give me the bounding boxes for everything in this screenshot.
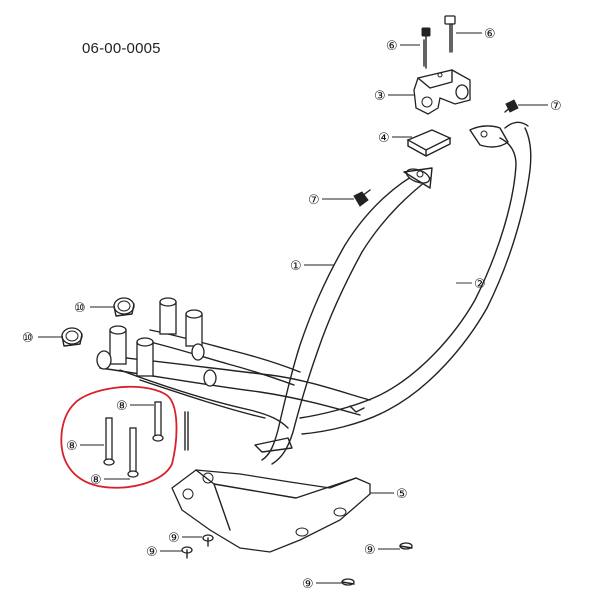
screw-9-c: [399, 542, 413, 550]
bolt-6-left: [421, 27, 431, 69]
screw-9-a: [181, 546, 193, 559]
bolt-7-mid: [353, 189, 371, 207]
callout-label: ⑩: [22, 331, 34, 346]
callout-6-left: ⑥: [386, 39, 420, 54]
callout-2: ②: [456, 277, 486, 292]
callout-6-right: ⑥: [456, 27, 496, 42]
callout-7-upper: ⑦: [518, 99, 562, 114]
callout-label: ⑤: [396, 487, 408, 502]
callout-label: ⑦: [550, 99, 562, 114]
part-number: 06-00-0005: [82, 40, 161, 57]
callout-label: ⑧: [66, 439, 78, 454]
frame-tube-2: [299, 121, 532, 435]
bolt-8-group: [103, 401, 189, 478]
callout-1: ①: [290, 259, 334, 274]
callout-9-a: ⑨: [146, 545, 182, 560]
plug-10-lower: [61, 327, 83, 347]
callout-label: ⑨: [168, 531, 180, 546]
callout-9-b: ⑨: [168, 531, 202, 546]
callout-3: ③: [374, 89, 414, 104]
callout-label: ⑨: [146, 545, 158, 560]
callout-label: ⑥: [386, 39, 398, 54]
callout-8-top: ⑧: [116, 399, 154, 414]
callout-label: ⑦: [308, 193, 320, 208]
rubber-pad: [406, 129, 452, 157]
standoff-bosses: [96, 297, 217, 387]
callout-label: ⑧: [90, 473, 102, 488]
callout-7-mid: ⑦: [308, 193, 354, 208]
callout-label: ⑨: [302, 577, 314, 592]
callout-label: ⑨: [364, 543, 376, 558]
screw-9-b: [202, 534, 214, 547]
callout-label: ①: [290, 259, 302, 274]
callout-label: ⑩: [74, 301, 86, 316]
skid-plate: [171, 469, 371, 553]
bolt-8-highlight-ring: [60, 385, 178, 489]
callout-8-left: ⑧: [66, 439, 104, 454]
callout-10-lower: ⑩: [22, 331, 62, 346]
callout-9-d: ⑨: [302, 577, 342, 592]
callout-10-upper: ⑩: [74, 301, 114, 316]
frame-tube-1: [261, 167, 433, 465]
callout-5: ⑤: [370, 487, 408, 502]
callout-label: ⑧: [116, 399, 128, 414]
bolt-7-upper: [504, 99, 519, 113]
screw-9-d: [341, 578, 355, 586]
bolt-6-right: [444, 15, 456, 53]
callout-label: ⑥: [484, 27, 496, 42]
callout-8-bottom: ⑧: [90, 473, 130, 488]
callout-4: ④: [378, 131, 412, 146]
callout-9-c: ⑨: [364, 543, 400, 558]
upper-bracket: [413, 69, 471, 115]
callout-label: ②: [474, 277, 486, 292]
plug-10-upper: [113, 297, 135, 317]
callout-label: ④: [378, 131, 390, 146]
callout-label: ③: [374, 89, 386, 104]
